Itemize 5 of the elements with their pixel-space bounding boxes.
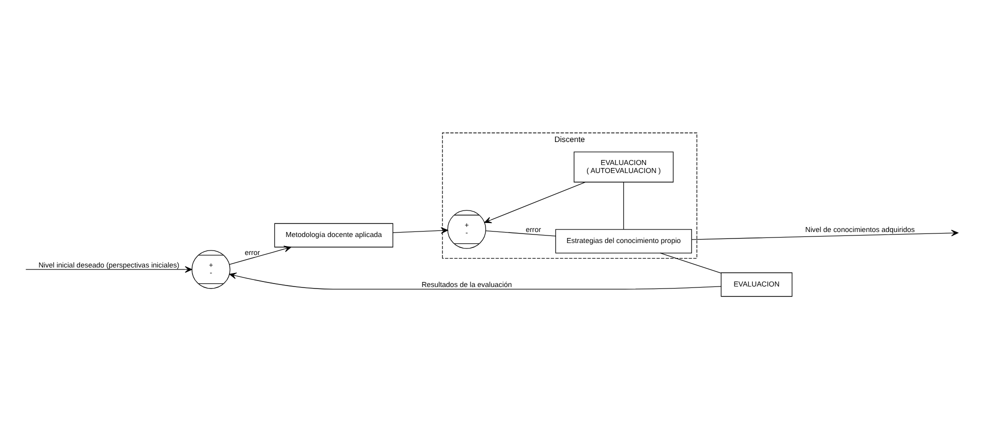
- edge-label: error: [244, 247, 260, 256]
- edge-label: Nivel inicial deseado (perspectivas iniciales): [38, 260, 180, 269]
- edge-label: Nivel de conocimientos adquiridos: [805, 224, 915, 234]
- edge-label: error: [526, 224, 541, 234]
- edge-label: Resultados de la evaluación: [422, 280, 512, 289]
